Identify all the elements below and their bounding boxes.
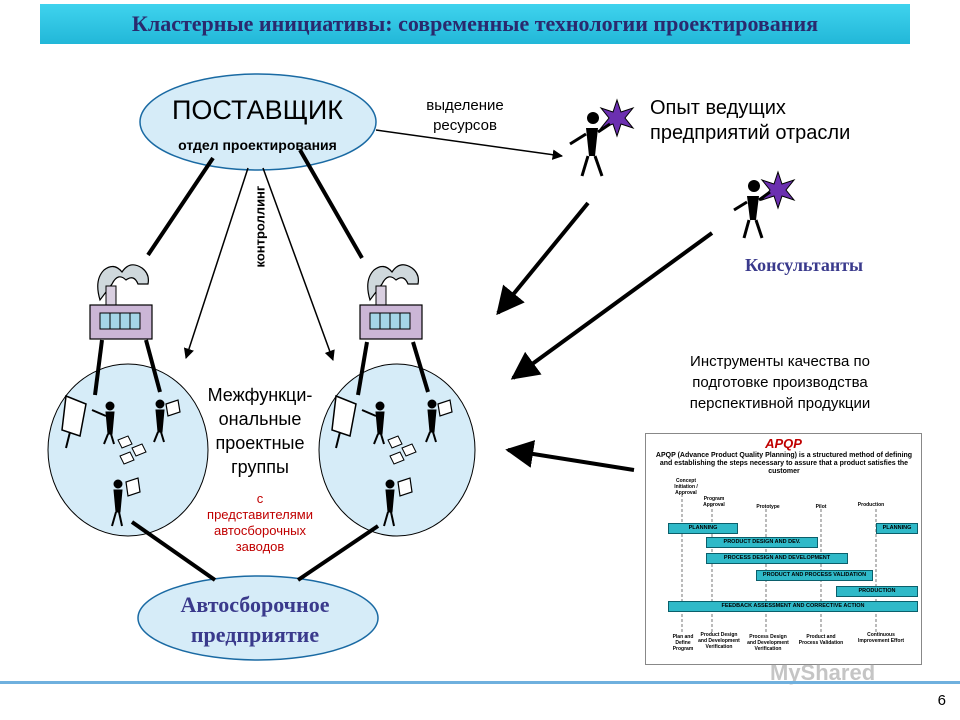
apqp-bar-production: PRODUCTION bbox=[836, 586, 918, 597]
assembly-line-1: Автосборочное bbox=[180, 592, 330, 617]
arrow-experience-to-center bbox=[496, 201, 590, 316]
apqp-bar-planning-2: PLANNING bbox=[876, 523, 918, 534]
apqp-gridlines bbox=[681, 494, 877, 634]
group-circle-left bbox=[47, 363, 209, 537]
line-factory-left-to-circle-b bbox=[144, 339, 162, 393]
apqp-bar-process-design: PROCESS DESIGN AND DEVELOPMENT bbox=[706, 553, 848, 564]
supplier-subtitle: отдел проектирования bbox=[178, 137, 337, 153]
resource-allocation-line-2: ресурсов bbox=[433, 117, 497, 134]
assembly-enterprise-label: Автосборочное предприятие bbox=[150, 590, 360, 650]
slide-title: Кластерные инициативы: современные техно… bbox=[131, 11, 819, 36]
apqp-stage-validation: Product and Process Validation bbox=[798, 634, 844, 646]
representatives-line-4: заводов bbox=[235, 539, 285, 554]
apqp-title: APQP bbox=[765, 436, 802, 451]
bottom-divider bbox=[0, 681, 960, 684]
experience-line-1: Опыт ведущих bbox=[650, 97, 786, 119]
supplier-title: ПОСТАВЩИК bbox=[171, 95, 344, 125]
line-factory-right-to-circle-b bbox=[411, 341, 430, 393]
arrow-supplier-to-right-group bbox=[262, 167, 335, 361]
arrow-supplier-to-left-group bbox=[183, 167, 249, 359]
quality-tools-line-2: подготовке производства bbox=[692, 374, 868, 391]
resource-allocation-line-1: выделение bbox=[426, 97, 504, 114]
cross-functional-label: Межфункци- ональные проектные группы bbox=[195, 383, 325, 479]
title-bar bbox=[40, 4, 910, 44]
factory-icon-left bbox=[89, 264, 153, 340]
supplier-ellipse bbox=[139, 73, 377, 171]
line-factory-left-to-circle-a bbox=[93, 339, 104, 396]
consultant-figure-icon bbox=[733, 170, 796, 239]
experience-line-2: предприятий отрасли bbox=[650, 122, 851, 144]
line-left-group-to-assembly bbox=[130, 520, 217, 582]
apqp-stage-plan: Plan and Define Program bbox=[672, 634, 694, 652]
quality-tools-label: Инструменты качества по подготовке произ… bbox=[655, 351, 905, 414]
resource-allocation-label: выделение ресурсов bbox=[410, 96, 520, 136]
apqp-phase-program-approval: Program Approval bbox=[703, 496, 725, 508]
arrow-to-experience bbox=[375, 129, 564, 160]
expert-figure-icon bbox=[569, 98, 635, 177]
apqp-description: APQP (Advance Product Quality Planning) … bbox=[655, 452, 913, 475]
apqp-bar-validation: PRODUCT AND PROCESS VALIDATION bbox=[756, 570, 873, 581]
team-figures-left bbox=[61, 394, 181, 527]
cross-functional-line-4: группы bbox=[231, 457, 289, 477]
apqp-phase-pilot: Pilot bbox=[815, 504, 827, 510]
assembly-ellipse bbox=[137, 575, 379, 661]
watermark: MyShared bbox=[770, 660, 876, 685]
representatives-line-2: представителями bbox=[207, 507, 313, 522]
line-supplier-to-factory-right bbox=[298, 149, 364, 259]
apqp-bar-product-design: PRODUCT DESIGN AND DEV. bbox=[706, 537, 818, 548]
assembly-line-2: предприятие bbox=[190, 622, 320, 647]
page-number: 6 bbox=[937, 692, 946, 709]
apqp-diagram: APQP APQP (Advance Product Quality Plann… bbox=[645, 433, 922, 665]
apqp-stage-process-design: Process Design and Development Verificat… bbox=[747, 634, 789, 652]
apqp-stage-product-design: Product Design and Development Verificat… bbox=[698, 632, 740, 650]
cross-functional-line-2: ональные bbox=[218, 409, 302, 429]
experience-label: Опыт ведущих предприятий отрасли bbox=[650, 96, 850, 146]
quality-tools-line-3: перспективной продукции bbox=[689, 395, 871, 412]
line-factory-right-to-circle-a bbox=[356, 341, 369, 396]
quality-tools-line-1: Инструменты качества по bbox=[690, 353, 870, 370]
apqp-bar-planning: PLANNING bbox=[668, 523, 738, 534]
group-circle-right bbox=[318, 363, 476, 537]
representatives-line-3: автосборочных bbox=[213, 523, 307, 538]
cross-functional-line-3: проектные bbox=[215, 433, 305, 453]
cross-functional-line-1: Межфункци- bbox=[207, 385, 313, 405]
factory-icon-right bbox=[359, 264, 423, 340]
controlling-label: контроллинг bbox=[252, 185, 268, 268]
line-right-group-to-assembly bbox=[296, 524, 380, 582]
line-supplier-to-factory-left bbox=[146, 156, 215, 257]
apqp-phase-production: Production bbox=[857, 502, 885, 508]
apqp-phase-concept: Concept Initiation / Approval bbox=[674, 478, 698, 496]
arrow-apqp-to-center bbox=[505, 440, 635, 472]
apqp-phase-prototype: Prototype bbox=[756, 504, 780, 510]
apqp-stage-improvement: Continuous Improvement Effort bbox=[857, 632, 905, 644]
representatives-label: с представителями автосборочных заводов bbox=[195, 491, 325, 555]
consultants-label: Консультанты bbox=[745, 255, 864, 275]
team-figures-right bbox=[331, 394, 453, 527]
apqp-bar-feedback: FEEDBACK ASSESSMENT AND CORRECTIVE ACTIO… bbox=[668, 601, 918, 612]
arrow-consultants-to-center bbox=[510, 231, 714, 380]
representatives-line-1: с bbox=[256, 491, 264, 506]
